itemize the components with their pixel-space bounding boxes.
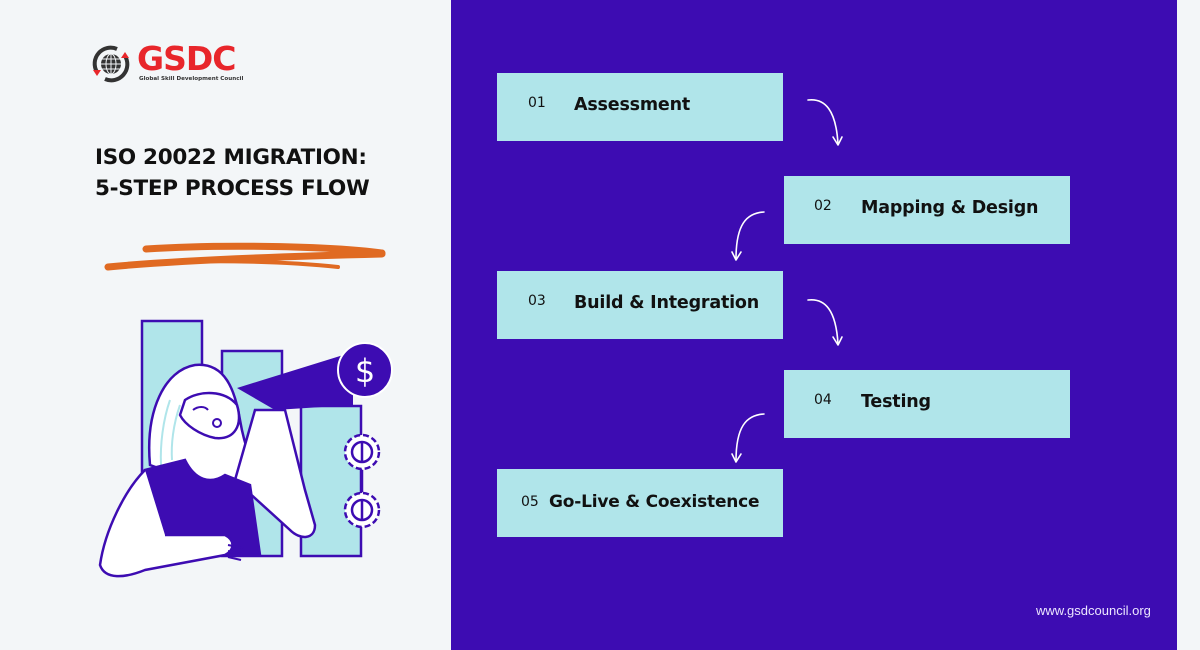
curved-arrow-down-left-icon <box>731 211 765 261</box>
step-box-testing: 04 Testing <box>784 370 1070 438</box>
step-box-go-live: 05 Go-Live & Coexistence <box>497 469 783 537</box>
curved-arrow-down-right-icon <box>807 299 843 346</box>
step-number: 01 <box>528 95 546 111</box>
step-box-mapping-design: 02 Mapping & Design <box>784 176 1070 244</box>
globe-icon <box>92 45 130 83</box>
step-box-assessment: 01 Assessment <box>497 73 783 141</box>
gear-icon <box>343 491 381 529</box>
gsdc-logo: GSDC Global Skill Development Council <box>89 40 249 90</box>
website-url: www.gsdcouncil.org <box>1036 603 1151 618</box>
step-box-build-integration: 03 Build & Integration <box>497 271 783 339</box>
curved-arrow-down-left-icon <box>731 413 765 463</box>
step-number: 04 <box>814 392 832 408</box>
logo-wordmark: GSDC <box>137 39 236 78</box>
step-label: Build & Integration <box>574 293 759 313</box>
step-number: 05 <box>521 494 539 510</box>
gear-icon <box>343 433 381 471</box>
brush-stroke-decoration <box>104 242 386 271</box>
title-line-1: ISO 20022 MIGRATION: <box>95 145 367 170</box>
step-label: Go-Live & Coexistence <box>549 492 760 512</box>
page-title: ISO 20022 MIGRATION: 5-STEP PROCESS FLOW <box>95 142 370 204</box>
woman-with-telescope-icon: $ <box>98 319 393 578</box>
dollar-symbol: $ <box>355 352 375 390</box>
step-label: Assessment <box>574 95 691 115</box>
step-label: Mapping & Design <box>861 198 1039 218</box>
step-number: 02 <box>814 198 832 214</box>
logo-subtitle: Global Skill Development Council <box>139 76 244 82</box>
step-number: 03 <box>528 293 546 309</box>
step-label: Testing <box>861 392 931 412</box>
title-line-2: 5-STEP PROCESS FLOW <box>95 176 370 201</box>
curved-arrow-down-right-icon <box>807 99 843 146</box>
